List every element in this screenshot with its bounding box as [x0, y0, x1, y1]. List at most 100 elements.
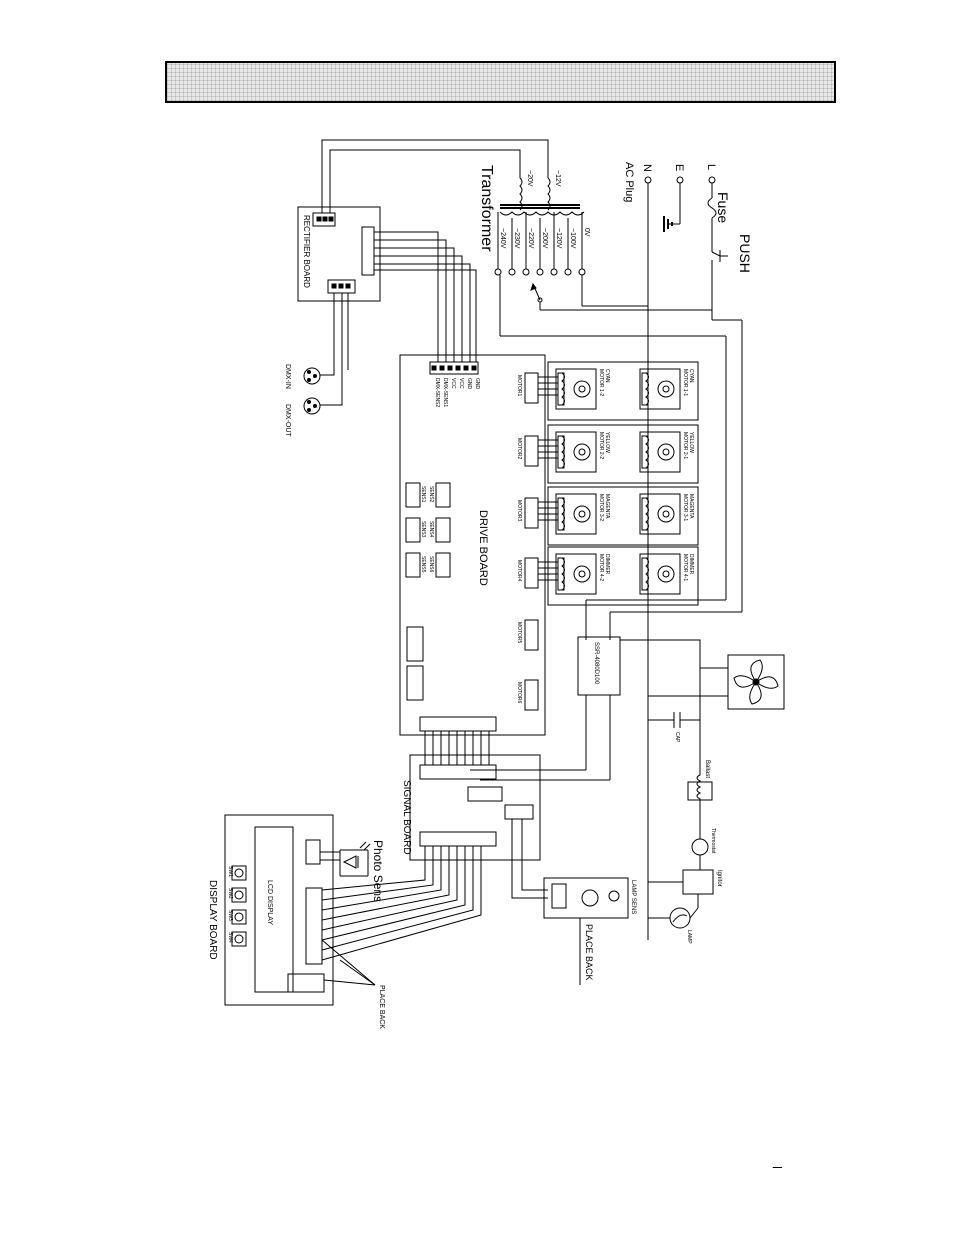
- motor-label: MOTOR 4-1: [682, 554, 688, 581]
- photo-sens-label: Photo Sens: [371, 840, 385, 902]
- display-board: DISPLAY BOARD LCD DISPLAY SW1 SW2 SW3 SW…: [207, 814, 482, 1029]
- push-label: PUSH: [737, 234, 753, 273]
- fan-icon: [620, 639, 785, 710]
- primary-tap-label: 0V: [583, 228, 590, 237]
- fuse-symbol: [707, 197, 717, 219]
- lamp-sens-label: LAMP SENS: [630, 880, 636, 914]
- drive-pin-label: DMX-SENS2: [434, 378, 440, 407]
- lamp-circuit: CAP Ballast Thermostat Ignitor LAMP: [648, 668, 722, 944]
- drive-pin-label: VCC: [450, 378, 456, 389]
- motor-label: MOTOR 1-2: [598, 369, 604, 396]
- rectifier-board-label: RECTIFIER BOARD: [302, 215, 311, 288]
- primary-tap-label: ~200V: [541, 228, 548, 249]
- motor-header-label: MOTOR4: [516, 560, 522, 582]
- transformer-label: Transformer: [478, 165, 495, 252]
- ac-plug-label: AC Plug: [623, 162, 635, 202]
- line-l-label: L: [705, 164, 717, 170]
- lamp-symbol: [669, 907, 691, 929]
- lamp-sens-board: LAMP SENS PLACE BACK: [543, 877, 636, 985]
- drive-board-label: DRIVE BOARD: [477, 510, 489, 586]
- sens-label: SENS2: [428, 486, 434, 503]
- thermostat-label: Thermostat: [710, 828, 716, 854]
- motor-label: MOTOR 2-1: [682, 432, 688, 459]
- page-number: _: [773, 1152, 782, 1169]
- primary-tap-label: ~220V: [527, 228, 534, 249]
- drive-pin-label: DMX-SENS1: [442, 378, 448, 407]
- ignitor-label: Ignitor: [716, 870, 722, 887]
- ssr-label: SSR-4080D100: [593, 642, 599, 685]
- spare-motor-label: MOTOR5: [516, 622, 522, 644]
- motor-desc: MAGENTA: [688, 494, 694, 519]
- motor-header-label: MOTOR3: [516, 500, 522, 522]
- drive-pin-label: VCC: [458, 378, 464, 389]
- key-label: SW4: [227, 932, 233, 943]
- motor-desc: MAGENTA: [604, 494, 610, 519]
- motor-label: MOTOR 3-1: [682, 494, 688, 521]
- dmx-out-label: DMX-OUT: [284, 404, 291, 437]
- sens-label: SENS6: [428, 556, 434, 573]
- sens-label: SENS3: [420, 521, 426, 538]
- ballast-label: Ballast: [704, 760, 710, 778]
- rectifier-board: RECTIFIER BOARD: [297, 139, 549, 406]
- ac-input: L E N AC Plug Fuse PUSH: [499, 162, 753, 940]
- key-button[interactable]: [231, 865, 247, 881]
- motor-label: MOTOR 4-2: [598, 554, 604, 581]
- motor-desc: YELLOW: [604, 432, 610, 453]
- dmx-out-connector: DMX-OUT: [284, 397, 321, 437]
- motor-label: MOTOR 2-2: [598, 432, 604, 459]
- fuse-label: Fuse: [715, 192, 731, 223]
- drive-pin-label: GND: [474, 378, 480, 390]
- sens-label: SENS5: [420, 556, 426, 573]
- key-label: SW3: [227, 910, 233, 921]
- sens-label: SENS1: [420, 486, 426, 503]
- dmx-in-label: DMX-IN: [284, 364, 291, 389]
- motor-desc: CYAN: [688, 369, 694, 383]
- lcd-display-label: LCD DISPLAY: [266, 880, 273, 925]
- thermostat-symbol: [691, 838, 709, 856]
- tap-sec-20v: ~20V: [526, 170, 533, 187]
- key-button[interactable]: [231, 887, 247, 903]
- header-banner: [165, 61, 836, 103]
- sens-label: SENS4: [428, 521, 434, 538]
- primary-tap-label: ~240V: [499, 228, 506, 249]
- key-label: SW2: [227, 888, 233, 899]
- display-board-label: DISPLAY BOARD: [207, 880, 218, 960]
- motor-desc: DIMMER: [688, 554, 694, 575]
- drive-pin-label: GND: [466, 378, 472, 390]
- line-e-label: E: [673, 164, 685, 171]
- ballast-symbol: [696, 760, 702, 820]
- motor-desc: YELLOW: [688, 432, 694, 453]
- motor-desc: CYAN: [604, 369, 610, 383]
- key-label: SW1: [227, 866, 233, 877]
- place-back-label: PLACE BACK: [378, 985, 385, 1029]
- primary-tap-label: ~230V: [513, 228, 520, 249]
- key-button[interactable]: [231, 931, 247, 947]
- lcd-display: [254, 826, 294, 993]
- tap-sec-12v: ~12V: [554, 170, 561, 187]
- primary-tap-label: ~120V: [555, 228, 562, 249]
- transformer: Transformer ~20V ~12V ~240V ~230V ~220V ~20…: [478, 165, 590, 303]
- place-back-label: PLACE BACK: [584, 924, 594, 981]
- motor-label: MOTOR 3-2: [598, 494, 604, 521]
- motor-header-label: MOTOR2: [516, 438, 522, 460]
- motor-label: MOTOR 1-1: [682, 369, 688, 396]
- key-button[interactable]: [231, 909, 247, 925]
- signal-board: SIGNAL BOARD: [401, 731, 548, 899]
- spare-motor-label: MOTOR6: [516, 682, 522, 704]
- cap-label: CAP: [674, 732, 680, 743]
- ssr-relay: SSR-4080D100: [470, 636, 621, 781]
- primary-tap-label: ~100V: [569, 228, 576, 249]
- motor-desc: DIMMER: [604, 554, 610, 575]
